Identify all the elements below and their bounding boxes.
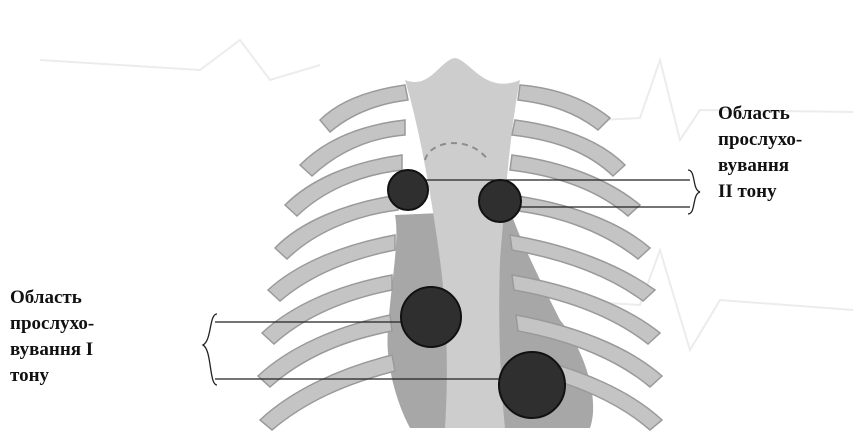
label-line: прослухо- (10, 311, 94, 337)
tricuspid-point (401, 287, 461, 347)
first-tone-label: Область прослухо- вування I тону (10, 285, 94, 389)
label-line: прослухо- (718, 127, 802, 153)
label-line: вування I (10, 337, 94, 363)
first-tone-brace (203, 314, 217, 385)
pulmonary-point (479, 180, 521, 222)
ribs-left (258, 85, 408, 430)
label-line: II тону (718, 179, 802, 205)
mitral-point (499, 352, 565, 418)
label-line: Область (718, 101, 802, 127)
second-tone-label: Область прослухо- вування II тону (718, 101, 802, 205)
label-line: вування (718, 153, 802, 179)
aortic-point (388, 170, 428, 210)
label-line: Область (10, 285, 94, 311)
label-line: тону (10, 363, 94, 389)
